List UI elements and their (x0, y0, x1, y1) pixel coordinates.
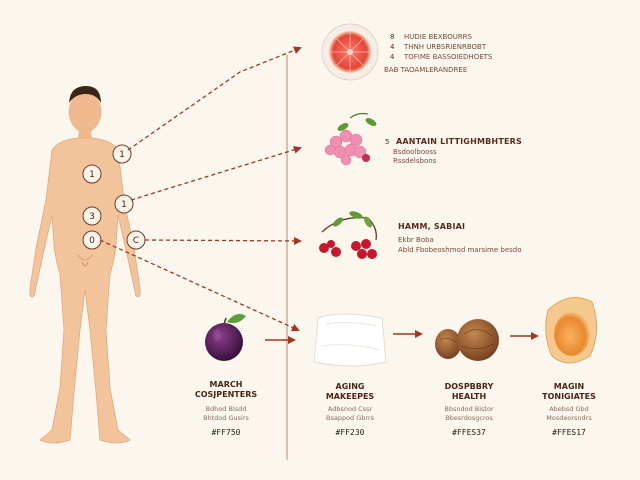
bottom-item-title: AGING MAKEEPES (325, 382, 375, 401)
panel-3-header: HAMM, SABIAI (398, 222, 466, 231)
bottom-item-title: MAGIN TONIGIATES (542, 382, 596, 401)
arrow-to-raspberry (130, 145, 302, 201)
panel-1-mark-2: 4 (390, 43, 395, 51)
marker-label-5: 0 (89, 236, 95, 246)
grapefruit-icon (321, 23, 379, 81)
marker-circle-1 (112, 144, 132, 164)
bottom-item-subtitle: Adbsnod Cssr Bsappod Gbrrs (325, 405, 375, 422)
bottom-item-title: DOSPBBRY HEALTH (444, 382, 494, 401)
human-body-figure (29, 86, 141, 444)
bottom-item-subtitle: Abebsd Gbd Mosdeorsndrs (546, 405, 592, 422)
panel-2-header: AANTAIN LITTIGHMBHTERS (396, 137, 522, 146)
marker-circle-2 (82, 164, 102, 184)
panel-3-line-1: Ekbr Boba (398, 236, 434, 244)
panel-2-line-2: Rssdelsbons (393, 157, 437, 165)
apricot-icon (545, 297, 597, 364)
bottom-item-title: MARCH COSJPENTERS (194, 380, 258, 399)
panel-3-line-2: Abld Fbobeoshmod marsime besdo (398, 246, 522, 254)
cloth-icon (313, 313, 387, 367)
bottom-item-code: #FFES37 (452, 428, 486, 437)
arrow-to-cloth (99, 239, 300, 332)
marker-label-4: 1 (121, 200, 127, 210)
panel-1-mark-3: 4 (390, 53, 395, 61)
bottom-item-code: #FF750 (211, 428, 241, 437)
marker-label-2: 1 (89, 170, 95, 180)
panel-1-line-1: HUDIE BEXBOURRS (404, 33, 472, 41)
panel-1-line-4: BAB TAOAMLERANDREE (384, 66, 468, 74)
walnut-icon (435, 319, 499, 361)
marker-circle-3 (82, 206, 102, 226)
marker-label-3: 3 (89, 212, 95, 222)
bottom-item-code: #FFES17 (552, 428, 586, 437)
panel-1-mark-1: 8 (390, 33, 395, 41)
marker-label-1: 1 (119, 150, 125, 160)
bottom-item-subtitle: Bbsndod Bistor Bbesrdosgcros (444, 405, 494, 422)
bottom-item-subtitle: Bdhod Blsdd Bhtdod Gusirs (203, 405, 249, 422)
marker-circle-4 (114, 194, 134, 214)
arrow-to-grapefruit (127, 46, 302, 151)
arrow-to-currant (144, 236, 302, 245)
panel-1-line-3: TOFIME BASSOIEDHOETS (404, 53, 493, 61)
panel-2-line-1: Bsdoolbooss (393, 148, 437, 156)
bottom-item-code: #FF230 (335, 428, 365, 437)
panel-2-mark: 5 (385, 138, 390, 146)
body-markers: 1 1 3 1 0 C (82, 144, 146, 250)
panel-1-line-2: THNH URBSRIENRBOBT (404, 43, 487, 51)
marker-label-6: C (133, 236, 139, 246)
raspberry-icon (324, 112, 377, 166)
plum-icon (205, 314, 246, 361)
red-currant-icon (319, 211, 377, 259)
